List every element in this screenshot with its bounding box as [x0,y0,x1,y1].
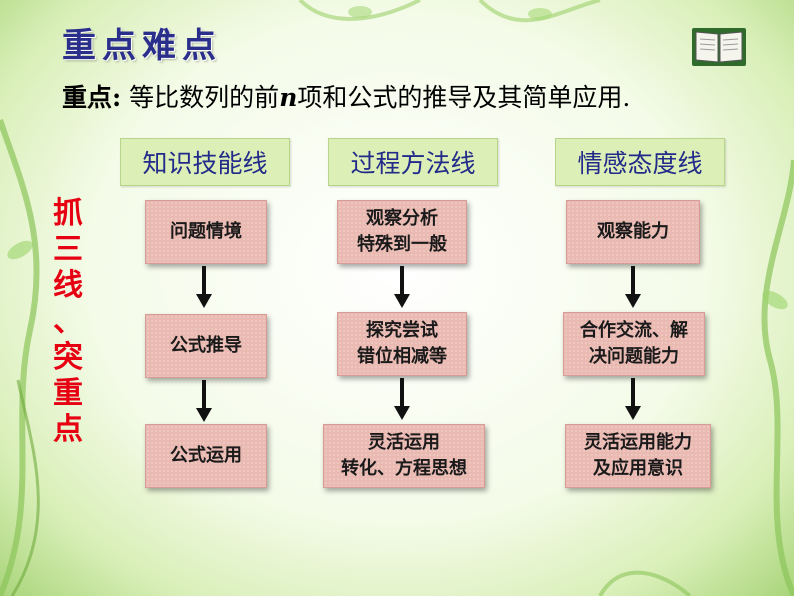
side-label: 抓 三 线 、 突 重 点 [50,196,86,448]
flow-box-line: 观察能力 [597,221,669,242]
column-head-attitude: 情感态度线 [555,138,725,186]
flow-box-line: 错位相减等 [357,346,447,367]
flow-box-line: 公式运用 [170,445,242,466]
column-head-knowledge: 知识技能线 [120,138,290,186]
flow-box-line: 问题情境 [170,221,242,242]
flow-box-line: 特殊到一般 [357,234,447,255]
slide-heading: 重点难点 [62,26,222,66]
flow-box: 观察能力 [566,200,700,264]
flow-box: 公式运用 [145,424,267,488]
flow-box: 灵活运用 转化、方程思想 [323,424,485,488]
arrow-down-icon [196,266,212,308]
flow-box-line: 探究尝试 [366,320,438,341]
key-point-text-before: 等比数列的前 [121,83,280,112]
side-label-char: 、 [53,304,83,339]
key-point-label: 重点: [62,83,122,112]
flow-box-line: 合作交流、解 [580,320,688,341]
flow-box-line: 灵活运用 [368,432,440,453]
arrow-down-icon [394,266,410,308]
flow-box: 合作交流、解 决问题能力 [563,312,705,376]
flow-box: 探究尝试 错位相减等 [337,312,467,376]
flow-box-line: 公式推导 [170,335,242,356]
column-head-process: 过程方法线 [328,138,498,186]
side-label-char: 抓 [53,196,83,231]
side-label-char: 三 [53,232,83,267]
flow-box: 灵活运用能力 及应用意识 [565,424,711,488]
flow-box-line: 及应用意识 [593,458,683,479]
side-label-char: 突 [53,340,83,375]
arrow-down-icon [625,266,641,308]
flow-box-line: 转化、方程思想 [341,458,467,479]
key-point-line: 重点: 等比数列的前n项和公式的推导及其简单应用. [62,78,630,114]
flow-box: 公式推导 [145,314,267,378]
arrow-down-icon [196,380,212,422]
book-icon [692,28,746,66]
flow-box: 观察分析 特殊到一般 [337,200,467,264]
flow-box: 问题情境 [145,200,267,264]
side-label-char: 点 [53,412,83,447]
side-label-char: 重 [53,376,83,411]
flow-box-line: 观察分析 [366,208,438,229]
flow-box-line: 灵活运用能力 [584,432,692,453]
side-label-char: 线 [53,268,83,303]
key-point-text-after: 项和公式的推导及其简单应用. [297,83,631,112]
key-point-variable: n [279,83,298,112]
arrow-down-icon [625,378,641,420]
arrow-down-icon [394,378,410,420]
flow-box-line: 决问题能力 [589,346,679,367]
